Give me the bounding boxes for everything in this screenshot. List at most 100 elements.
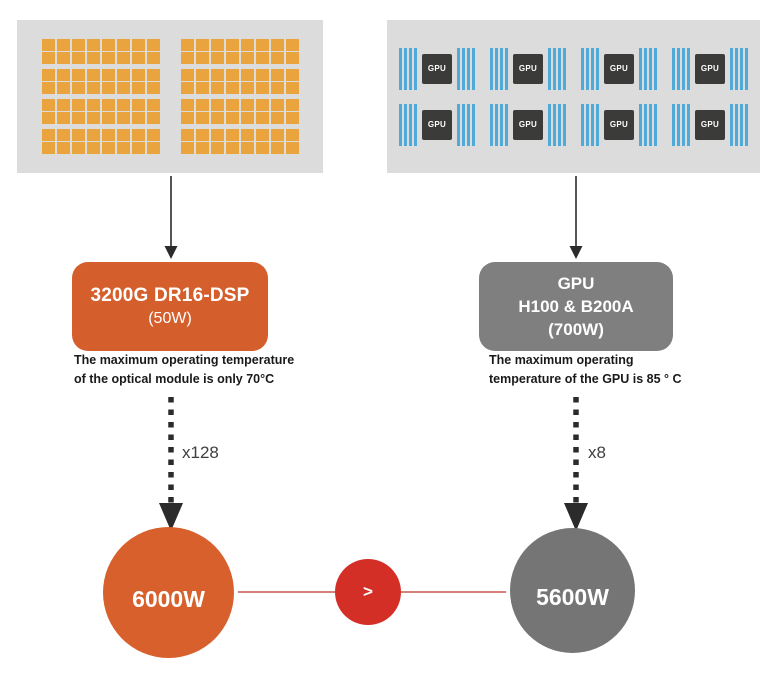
hca-stripe (591, 103, 594, 146)
hca-stripe-group (399, 47, 417, 90)
right-dashed-arrow (564, 397, 588, 531)
optical-module-cell (210, 142, 224, 154)
hca-stripe (586, 103, 589, 146)
optical-module-cell (195, 112, 209, 124)
optical-module-cell (285, 99, 299, 111)
optical-module-cell (255, 129, 269, 141)
optical-module-cell (146, 129, 160, 141)
optical-module-cell (180, 52, 194, 64)
hca-stripe (558, 47, 561, 90)
module-row (180, 99, 299, 111)
optical-module-caption: The maximum operating temperature of the… (74, 351, 304, 389)
optical-module-cell (240, 39, 254, 51)
optical-module-cell (71, 39, 85, 51)
optical-module-cell (195, 129, 209, 141)
optical-module-cell (180, 112, 194, 124)
optical-module-cell (180, 142, 194, 154)
hca-stripe-group (457, 103, 475, 146)
gpu-total-power-value: 5600W (536, 584, 609, 610)
optical-module-cell (225, 52, 239, 64)
optical-module-cell (285, 52, 299, 64)
hca-stripe (586, 47, 589, 90)
gpu-chip: GPU (513, 53, 543, 84)
module-block (180, 39, 299, 154)
optical-module-cell (41, 142, 55, 154)
optical-module-cell (255, 39, 269, 51)
optical-module-cell (225, 142, 239, 154)
gpu-chip: GPU (695, 53, 725, 84)
module-block (41, 39, 160, 154)
optical-module-cell (270, 99, 284, 111)
optical-module-cell (116, 82, 130, 94)
gpu-box-title: GPU (557, 274, 595, 293)
optical-module-cell (41, 112, 55, 124)
optical-module-cell (270, 69, 284, 81)
optical-module-cell (101, 129, 115, 141)
optical-module-cell (41, 82, 55, 94)
optical-module-cell (131, 69, 145, 81)
hca-stripe-group (548, 47, 566, 90)
optical-module-cell (56, 142, 70, 154)
gpu-unit: GPU (399, 103, 475, 146)
gpu-caption: The maximum operating temperature of the… (489, 351, 719, 389)
optical-module-cell (255, 112, 269, 124)
module-row (180, 112, 299, 124)
module-row (180, 129, 299, 141)
left-multiplier-label: x128 (182, 443, 219, 462)
optical-module-cell (270, 52, 284, 64)
hca-stripe-group (639, 103, 657, 146)
greater-than-badge: > (335, 559, 401, 625)
optical-module-cell (255, 69, 269, 81)
optical-module-cell (101, 82, 115, 94)
gpu-unit: GPU (399, 47, 475, 90)
module-row (180, 82, 299, 94)
gpu-total-power-circle: 5600W (510, 528, 635, 653)
optical-module-cell (180, 82, 194, 94)
hca-stripe (472, 103, 475, 146)
hca-stripe-group (730, 47, 748, 90)
optical-module-cell (116, 69, 130, 81)
optical-module-cell (210, 82, 224, 94)
optical-module-cell (71, 129, 85, 141)
optical-module-cell (131, 129, 145, 141)
optical-module-cell (146, 99, 160, 111)
optical-module-cell (240, 99, 254, 111)
module-row-pair (41, 39, 160, 64)
hca-stripe (687, 103, 690, 146)
optical-module-cell (56, 52, 70, 64)
module-row-pair (41, 99, 160, 124)
optical-module-cell (56, 69, 70, 81)
optical-module-cell (285, 39, 299, 51)
hca-stripe (409, 103, 412, 146)
hca-stripe-group (457, 47, 475, 90)
optical-module-cell (86, 142, 100, 154)
optical-module-cell (210, 39, 224, 51)
hca-stripe-group (581, 47, 599, 90)
optical-module-cell (270, 142, 284, 154)
module-row-pair (41, 129, 160, 154)
optical-module-cell (285, 112, 299, 124)
hca-stripe (558, 103, 561, 146)
left-dashed-arrow (159, 397, 183, 531)
optical-module-cell (101, 112, 115, 124)
hca-stripe (490, 103, 493, 146)
hca-stripe (644, 47, 647, 90)
optical-module-cell (210, 52, 224, 64)
hca-stripe (672, 103, 675, 146)
optical-module-cell (180, 99, 194, 111)
hca-stripe (404, 47, 407, 90)
hca-stripe (553, 103, 556, 146)
module-row (41, 99, 160, 111)
hca-stripe (500, 103, 503, 146)
optical-module-cell (240, 82, 254, 94)
hca-stripe-group (581, 103, 599, 146)
optical-module-cell (71, 69, 85, 81)
module-row-pair (180, 99, 299, 124)
hca-stripe (581, 47, 584, 90)
optical-module-cell (86, 112, 100, 124)
optical-module-cell (240, 69, 254, 81)
gpu-unit: GPU (672, 103, 748, 146)
gpu-box: GPU H100 & B200A (700W) (479, 262, 673, 351)
hca-stripe (495, 47, 498, 90)
